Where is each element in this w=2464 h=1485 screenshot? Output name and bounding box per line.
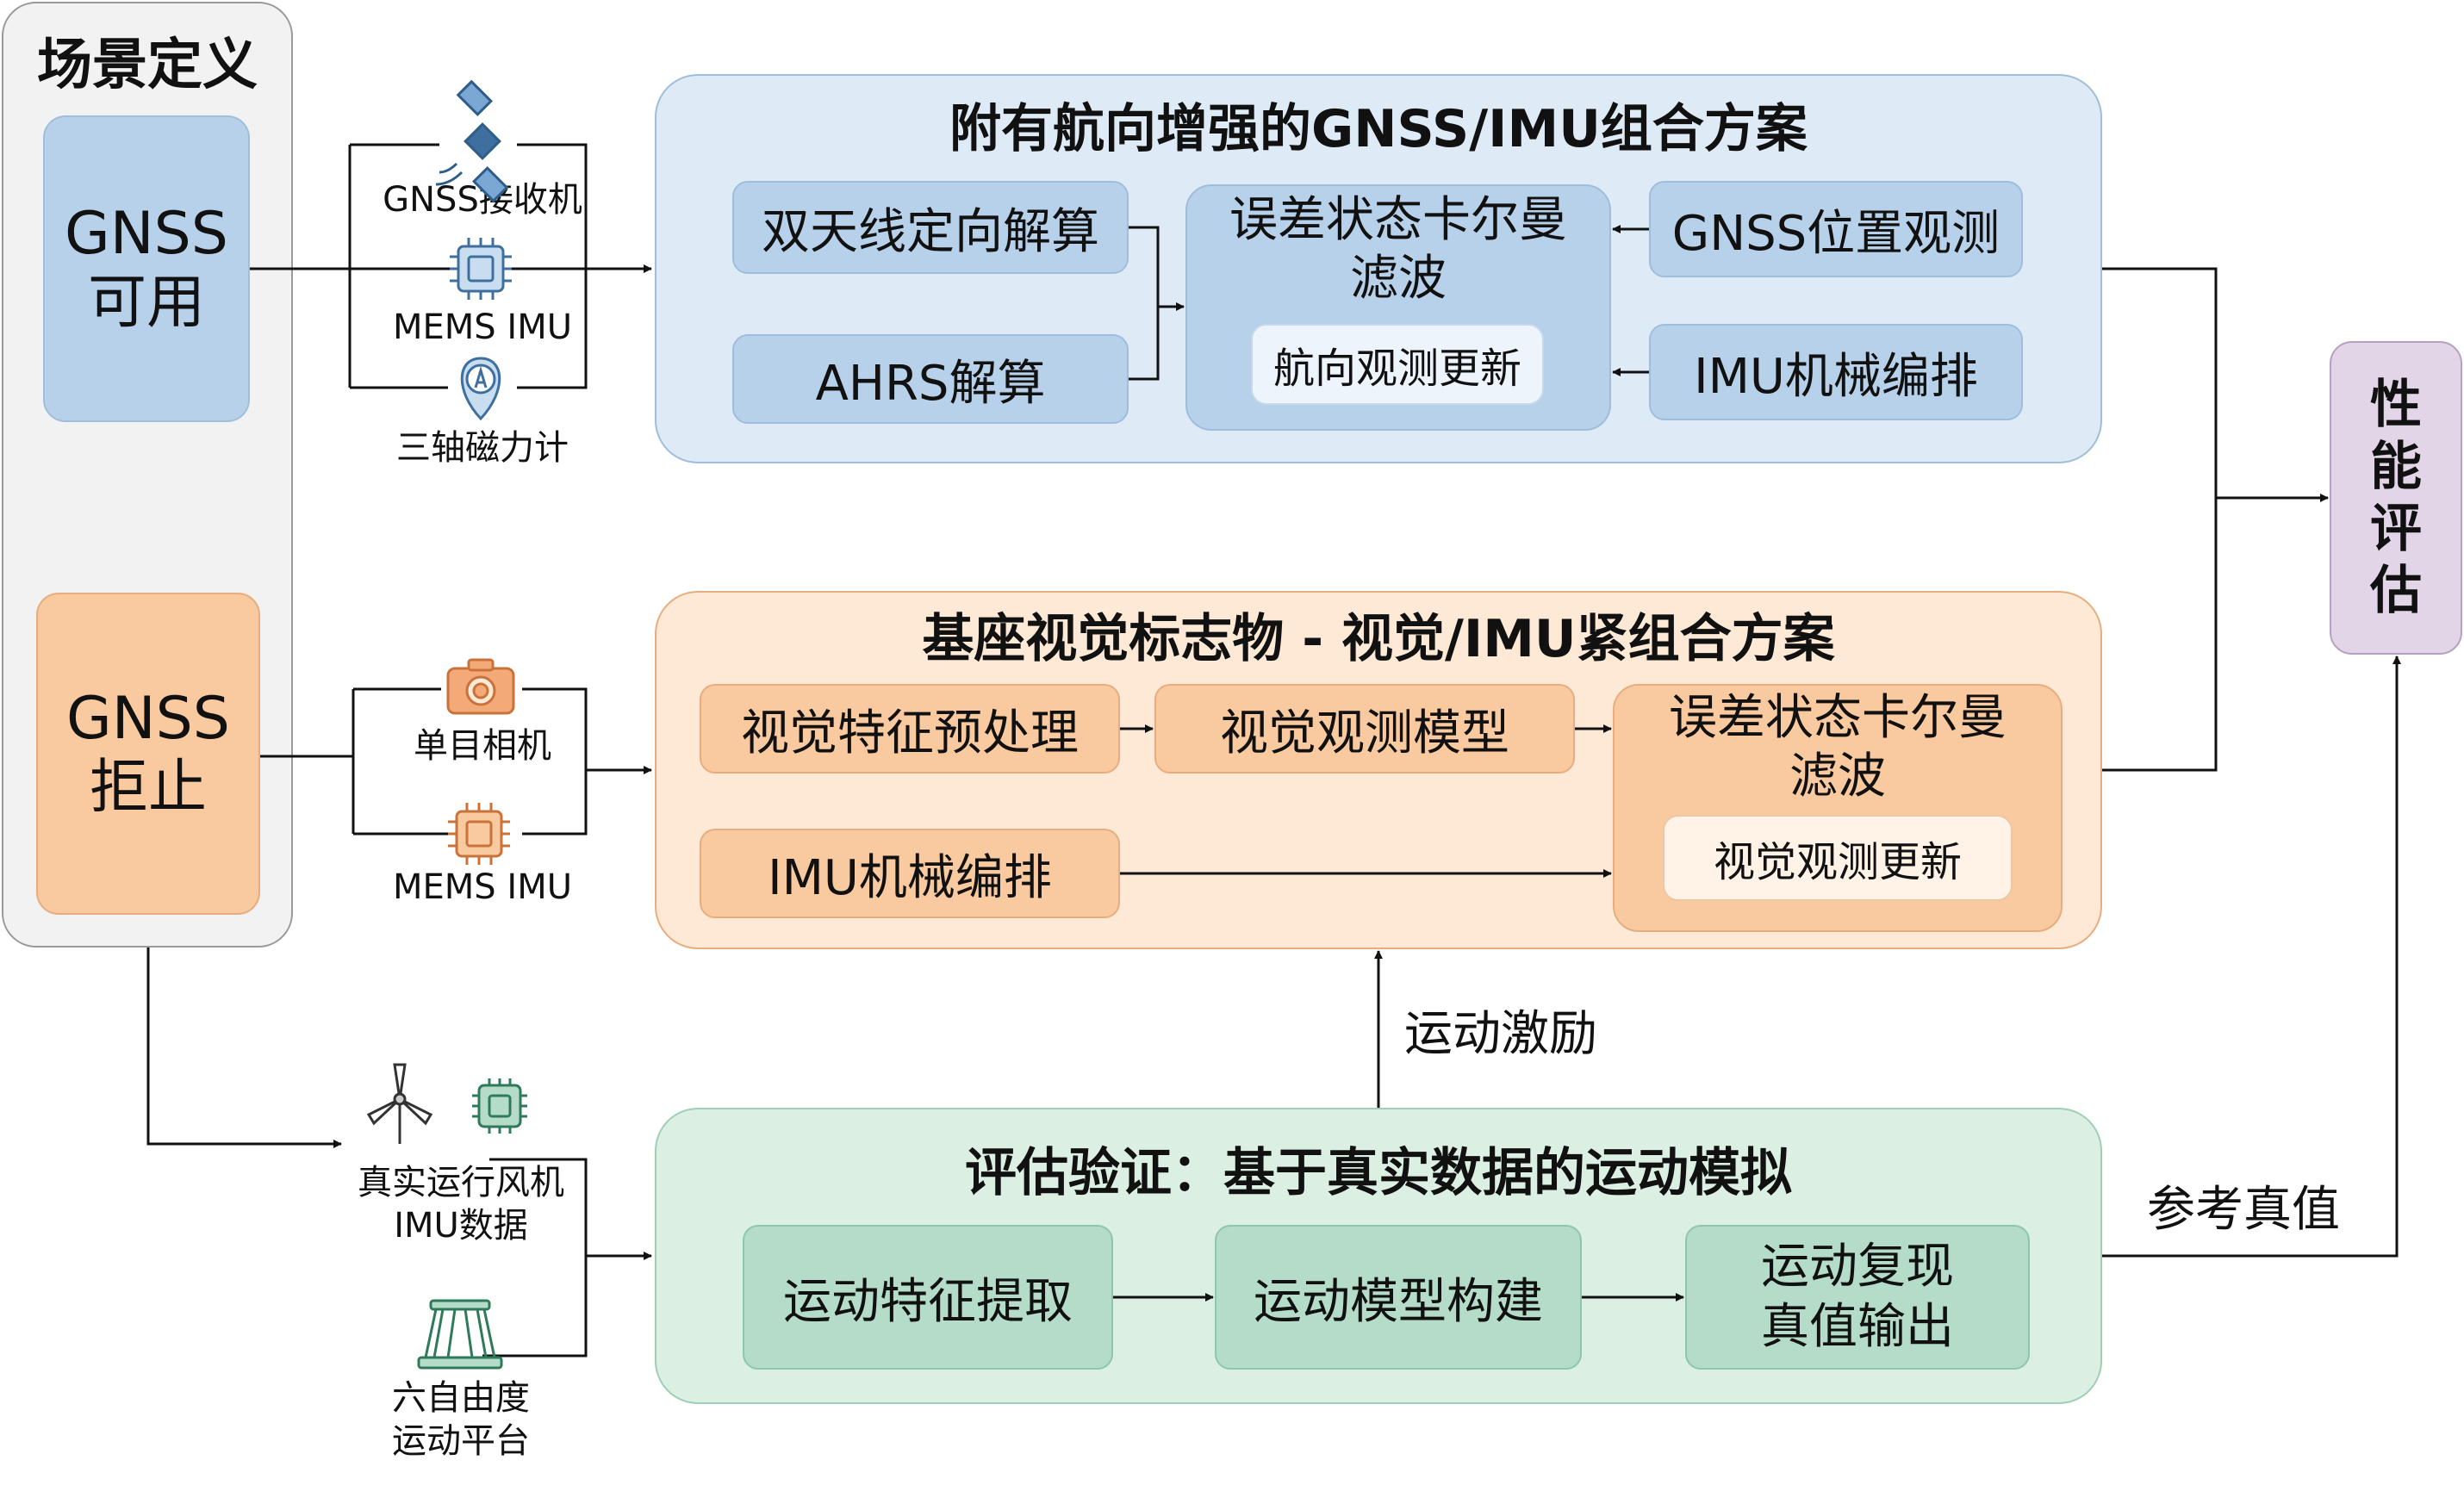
motion-model-box: 运动模型构建 xyxy=(1215,1225,1582,1370)
vision-imu-panel-title: 基座视觉标志物 - 视觉/IMU紧组合方案 xyxy=(922,608,1835,669)
platform-label: 六自由度 运动平台 xyxy=(327,1375,594,1464)
motion-reproduce-line1: 运动复现 xyxy=(1761,1239,1954,1295)
dual-antenna-box: 双天线定向解算 xyxy=(732,181,1129,274)
vio-filter-line2: 滤波 xyxy=(1789,749,1886,805)
motion-reproduce-line2: 真值输出 xyxy=(1761,1299,1954,1355)
gnss-filter-line2: 滤波 xyxy=(1350,251,1447,307)
gnss-filter-title: 误差状态卡尔曼 滤波 xyxy=(1185,188,1611,312)
chip-icon xyxy=(450,238,512,300)
dual-ahrs-bracket xyxy=(1129,226,1160,381)
camera-label: 单目相机 xyxy=(414,726,551,766)
platform-line1: 六自由度 xyxy=(392,1378,530,1418)
wind-imu-line2: IMU数据 xyxy=(394,1206,528,1246)
motion-feature-box: 运动特征提取 xyxy=(743,1225,1113,1370)
scene-title: 场景定义 xyxy=(37,34,258,97)
motion-platform-icon xyxy=(417,1299,503,1370)
visual-preprocess-box: 视觉特征预处理 xyxy=(700,684,1120,774)
performance-char-2: 能 xyxy=(2370,437,2422,497)
gnss-available-line2: 可用 xyxy=(87,269,205,337)
top-mems-imu-label: MEMS IMU xyxy=(393,308,572,347)
visual-update-box: 视觉观测更新 xyxy=(1663,815,2013,901)
motion-reproduce-box: 运动复现 真值输出 xyxy=(1685,1225,2030,1370)
mid-mems-imu-label: MEMS IMU xyxy=(393,867,572,907)
wind-turbine-icon xyxy=(366,1063,433,1144)
wind-imu-label: 真实运行风机 IMU数据 xyxy=(327,1159,594,1249)
visual-obs-model-box: 视觉观测模型 xyxy=(1154,684,1575,774)
performance-char-3: 评 xyxy=(2370,499,2422,559)
gnss-available-line1: GNSS xyxy=(65,200,228,268)
vio-imu-mech-box: IMU机械编排 xyxy=(700,829,1120,918)
chip-icon xyxy=(472,1078,527,1134)
gnss-denied-line1: GNSS xyxy=(66,685,230,753)
top-right-bracket xyxy=(517,143,588,389)
camera-icon xyxy=(446,658,515,715)
gnss-position-obs-box: GNSS位置观测 xyxy=(1649,181,2023,277)
performance-evaluation-box: 性 能 评 估 xyxy=(2330,341,2462,655)
chip-icon xyxy=(448,803,510,865)
magnetometer-icon xyxy=(460,357,501,421)
gnss-imu-panel-title: 附有航向增强的GNSS/IMU组合方案 xyxy=(949,98,1808,159)
motion-excitation-label: 运动激励 xyxy=(1404,1006,1597,1062)
performance-char-4: 估 xyxy=(2370,561,2422,621)
gnss-denied-line2: 拒止 xyxy=(89,754,207,822)
performance-char-1: 性 xyxy=(2370,375,2422,435)
magnetometer-label: 三轴磁力计 xyxy=(396,428,569,468)
panels-right-bracket xyxy=(2102,267,2218,772)
mid-right-bracket xyxy=(522,687,588,836)
evaluation-panel-title: 评估验证：基于真实数据的运动模拟 xyxy=(965,1142,1792,1203)
wind-imu-line1: 真实运行风机 xyxy=(358,1163,564,1202)
gnss-denied-box: GNSS 拒止 xyxy=(36,593,260,915)
platform-line2: 运动平台 xyxy=(392,1421,530,1461)
ahrs-box: AHRS解算 xyxy=(732,334,1129,424)
vio-filter-line1: 误差状态卡尔曼 xyxy=(1669,690,2007,746)
vio-filter-title: 误差状态卡尔曼 滤波 xyxy=(1613,687,2063,808)
heading-update-box: 航向观测更新 xyxy=(1251,324,1544,405)
gnss-available-box: GNSS 可用 xyxy=(43,115,250,422)
reference-truth-label: 参考真值 xyxy=(2147,1182,2340,1238)
scene-to-wind-arrow xyxy=(146,948,342,1148)
gnss-imu-mech-box: IMU机械编排 xyxy=(1649,324,2023,420)
gnss-filter-line1: 误差状态卡尔曼 xyxy=(1229,192,1567,248)
bottom-right-bracket xyxy=(482,1158,588,1358)
reference-truth-arrow xyxy=(2102,656,2401,1258)
satellite-icon xyxy=(435,79,509,203)
